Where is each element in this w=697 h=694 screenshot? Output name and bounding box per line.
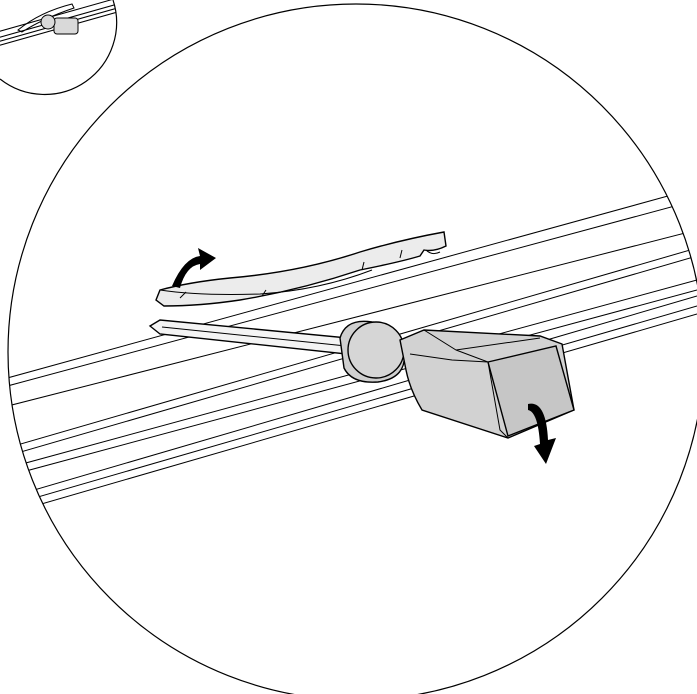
overview-circle: [0, 0, 118, 96]
screwdriver-shaft: [148, 319, 349, 355]
overview-knob: [40, 14, 56, 30]
overview-handle: [53, 17, 79, 35]
lift-arrow: [172, 248, 216, 288]
rotate-arrow: [528, 403, 556, 464]
detail-circle: [7, 3, 697, 694]
wiper-clip: [155, 231, 447, 307]
detail-view: [7, 3, 697, 694]
overview-rail: [0, 0, 116, 49]
overview-clip: [17, 3, 75, 33]
rail-profile: [8, 187, 697, 517]
overview-inset: [0, 0, 118, 96]
